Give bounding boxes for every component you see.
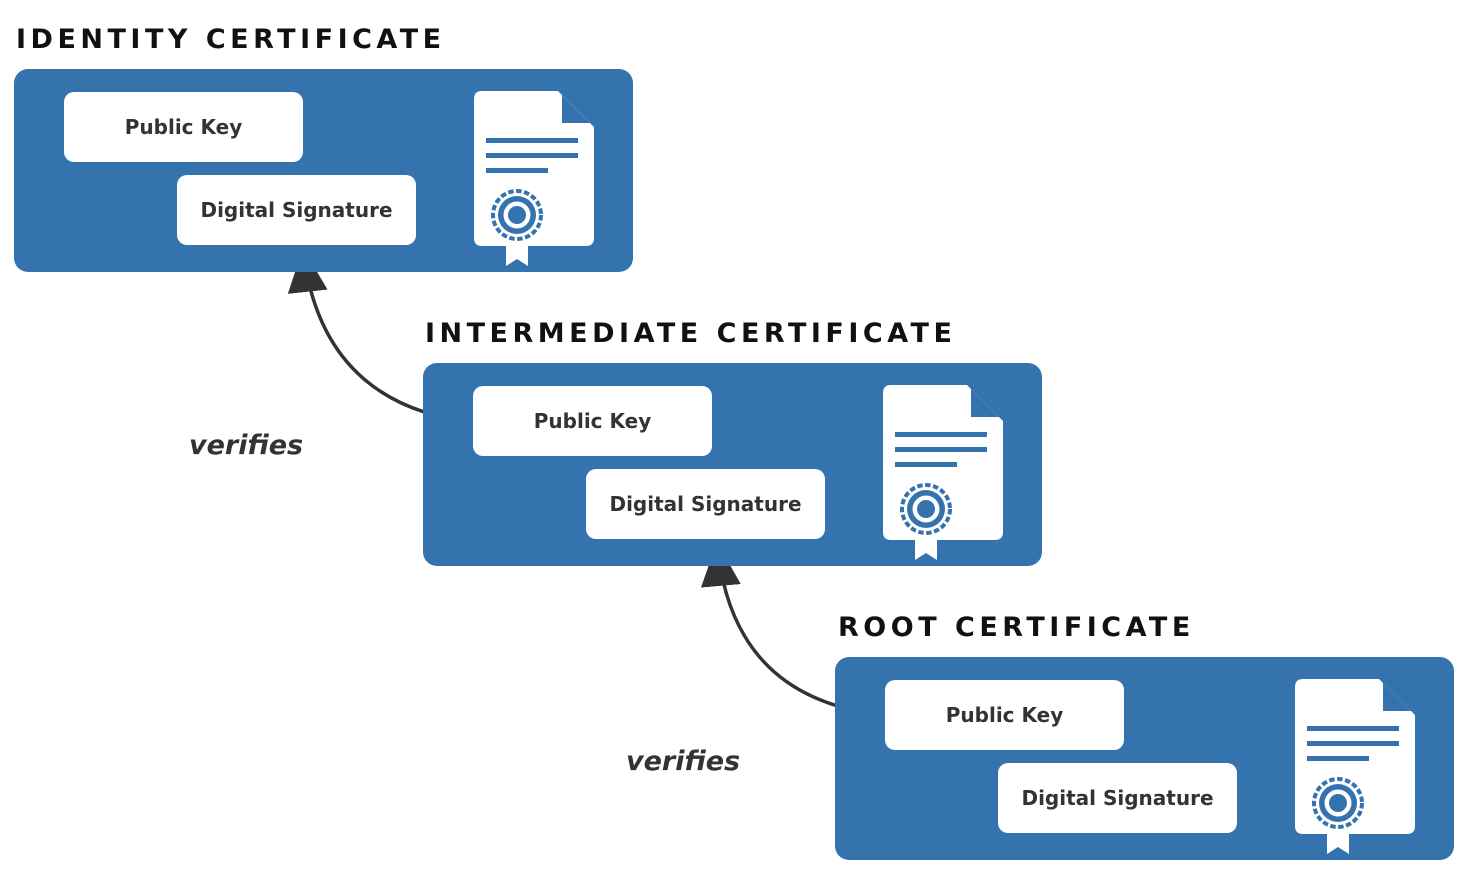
root-certificate-title: ROOT CERTIFICATE (838, 612, 1195, 643)
certificate-document-icon (883, 385, 1003, 560)
verifies-label: verifies (626, 746, 741, 777)
intermediate-public-key-box: Public Key (473, 386, 712, 456)
identity-certificate-panel: Public Key Digital Signature (14, 69, 633, 272)
intermediate-certificate-title: INTERMEDIATE CERTIFICATE (425, 318, 957, 349)
root-public-key-box: Public Key (885, 680, 1124, 750)
identity-digital-signature-box: Digital Signature (177, 175, 416, 245)
intermediate-digital-signature-box: Digital Signature (586, 469, 825, 539)
certificate-document-icon (474, 91, 594, 266)
verifies-label: verifies (189, 430, 304, 461)
root-certificate-panel: Public Key Digital Signature (835, 657, 1454, 860)
intermediate-certificate-panel: Public Key Digital Signature (423, 363, 1042, 566)
identity-certificate-title: IDENTITY CERTIFICATE (16, 24, 446, 55)
identity-public-key-box: Public Key (64, 92, 303, 162)
certificate-document-icon (1295, 679, 1415, 854)
root-digital-signature-box: Digital Signature (998, 763, 1237, 833)
